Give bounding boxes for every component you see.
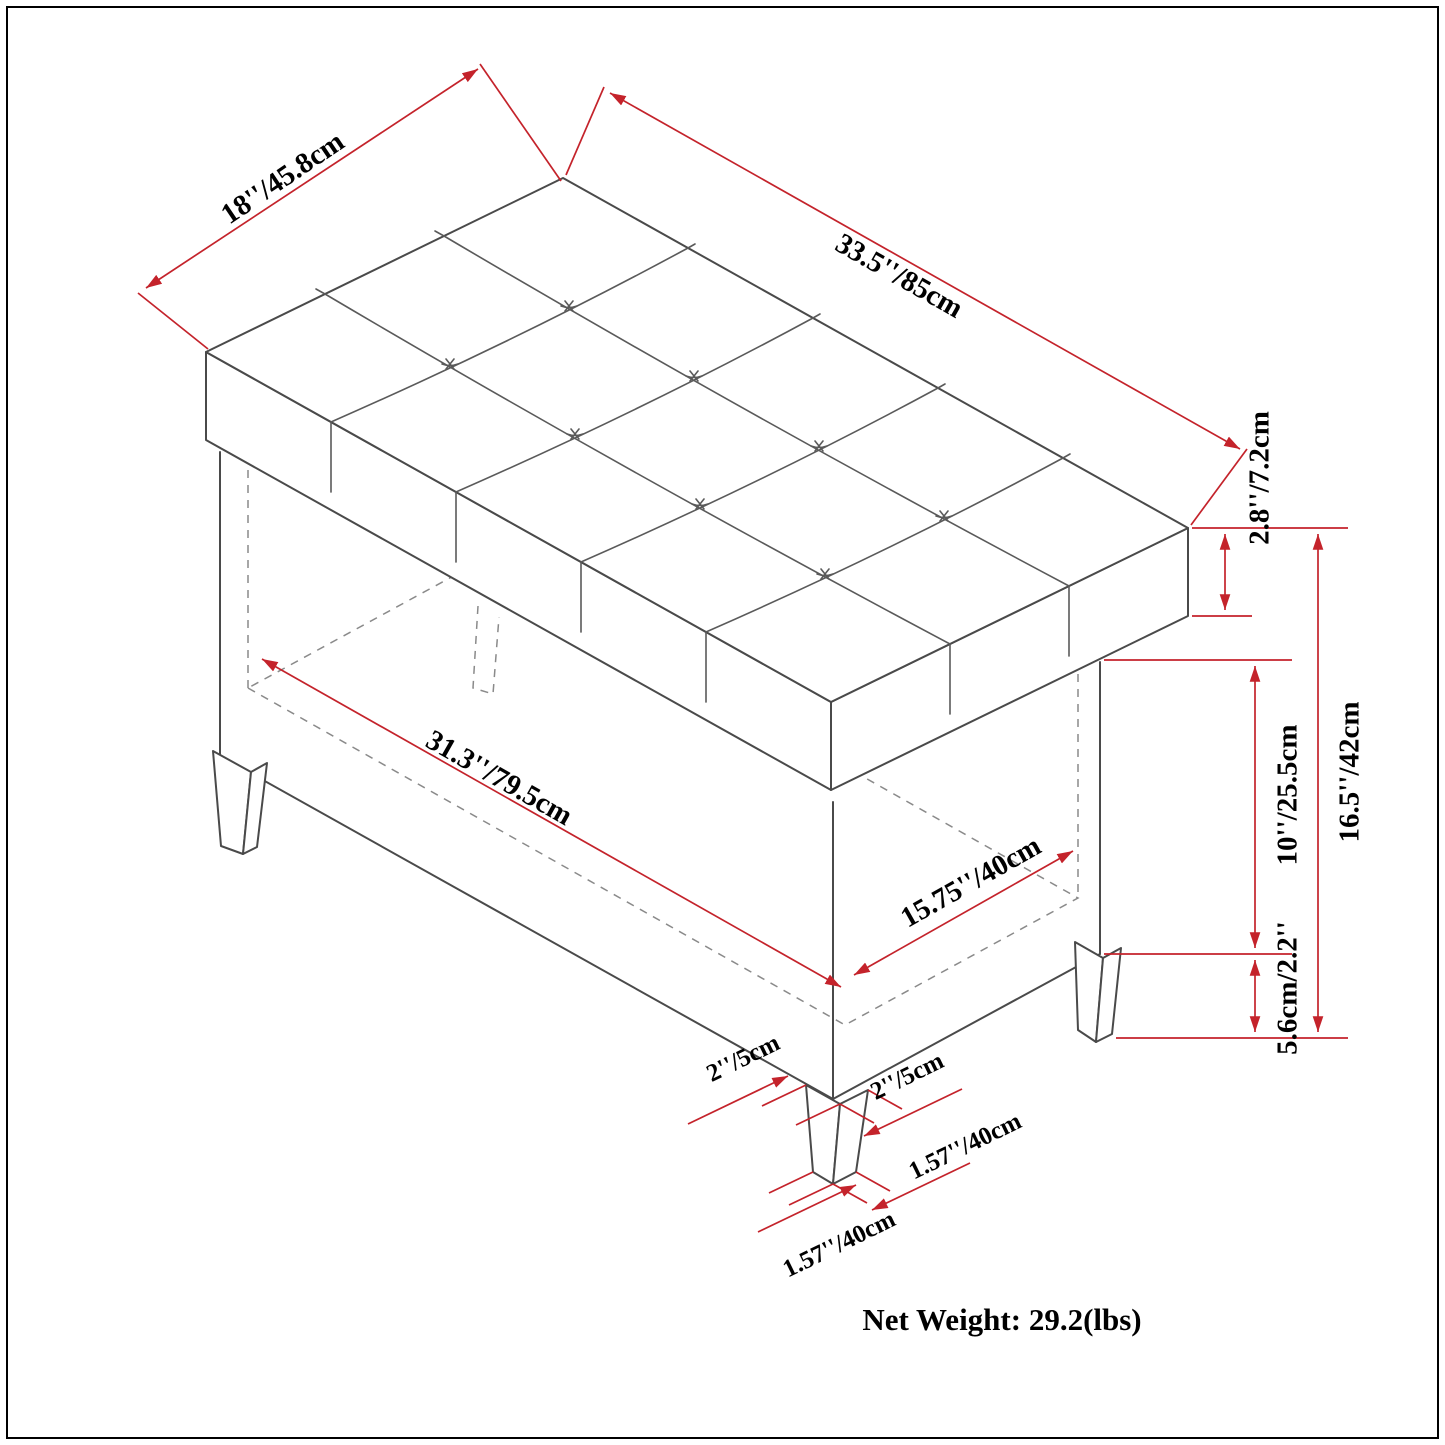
label-inner-length: 31.3''/79.5cm bbox=[421, 724, 578, 832]
ottoman-drawing bbox=[205, 177, 1189, 1185]
dim-height-ticks bbox=[1104, 527, 1348, 1039]
label-leg-height: 5.6cm/2.2'' bbox=[1272, 921, 1304, 1055]
label-top-depth: 18''/45.8cm bbox=[215, 125, 350, 230]
box-right-bottom-edge bbox=[832, 953, 1101, 1100]
dim-inner-width bbox=[853, 850, 1074, 976]
label-inner-width: 15.75''/40cm bbox=[895, 830, 1046, 934]
net-weight-label: Net Weight: 29.2(lbs) bbox=[862, 1302, 1141, 1337]
label-total-height: 16.5''/42cm bbox=[1334, 702, 1366, 843]
label-lid-height: 2.8''/7.2cm bbox=[1244, 411, 1276, 545]
label-box-height: 10''/25.5cm bbox=[1272, 725, 1304, 866]
legs bbox=[212, 750, 1122, 1185]
dim-top-depth bbox=[137, 63, 562, 350]
dim-top-width bbox=[565, 86, 1248, 526]
label-leg-bottom-width-right: 1.57''/40cm bbox=[905, 1108, 1026, 1186]
dim-inner-length bbox=[261, 658, 842, 988]
label-leg-top-width-right: 2''/5cm bbox=[866, 1047, 948, 1105]
hidden-back-leg bbox=[472, 605, 500, 695]
dim-leg-widths bbox=[687, 1075, 971, 1233]
right-leg-side bbox=[1095, 947, 1122, 1043]
left-leg-side bbox=[242, 762, 268, 855]
label-leg-bottom-width-left: 1.57''/40cm bbox=[779, 1206, 900, 1284]
label-leg-top-width-left: 2''/5cm bbox=[702, 1029, 784, 1087]
tufted-lid bbox=[205, 177, 1189, 791]
label-top-width: 33.5''/85cm bbox=[830, 227, 968, 324]
dimension-lines bbox=[137, 63, 1348, 1233]
page-border bbox=[6, 6, 1439, 1439]
